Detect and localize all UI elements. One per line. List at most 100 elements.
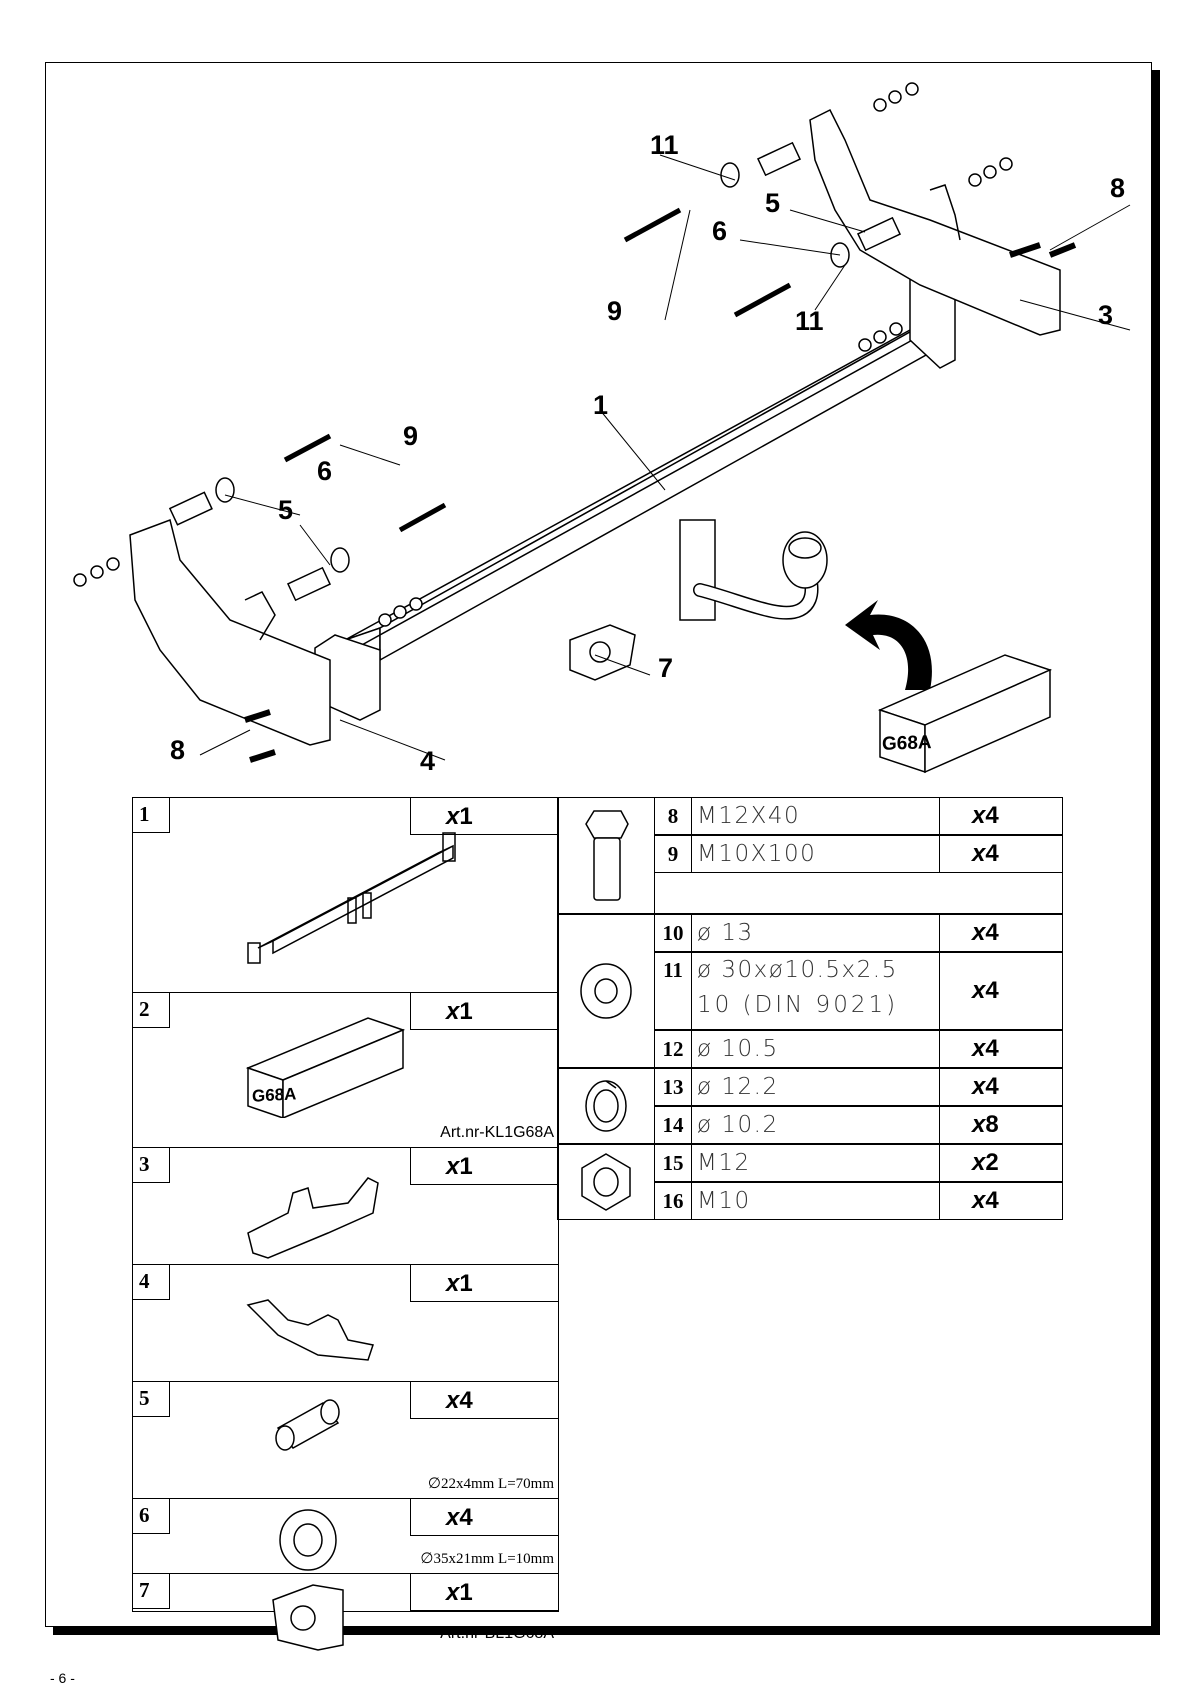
part-note: Art.nr-KL1G68A — [440, 1124, 554, 1141]
callout-8: 8 — [170, 735, 186, 765]
part-number: 3 — [133, 1148, 170, 1183]
callout-11: 11 — [795, 306, 824, 336]
callout-6: 6 — [712, 216, 728, 246]
parts-row-6: 6 x4 ∅35x21mm L=10mm — [133, 1498, 558, 1574]
part-icon — [228, 1280, 428, 1375]
part-quantity: x1 — [410, 1148, 558, 1185]
hardware-quantity: x4 — [939, 1183, 1064, 1219]
part-quantity: x1 — [410, 1265, 558, 1302]
hardware-icon-cell — [557, 1068, 655, 1144]
hardware-icon-cell — [557, 1144, 655, 1220]
hardware-quantity: x4 — [939, 836, 1064, 872]
arrow-icon — [845, 600, 932, 690]
hardware-number: 13 — [655, 1069, 692, 1105]
part-quantity: x1 — [410, 993, 558, 1030]
callout-3: 3 — [1098, 300, 1114, 330]
part-icon — [263, 1388, 363, 1463]
part-quantity: x1 — [410, 1574, 558, 1611]
hardware-spec: M10 — [697, 1188, 751, 1214]
table-spacer — [654, 873, 1063, 914]
callout-7: 7 — [658, 653, 674, 683]
crossbar-top — [344, 317, 936, 641]
hitch-plate — [679, 519, 716, 621]
part-icon — [263, 1505, 363, 1580]
svg-text:G68A: G68A — [252, 1084, 296, 1105]
hardware-number: 12 — [655, 1031, 692, 1067]
part-number: 2 — [133, 993, 170, 1028]
part-icon — [228, 828, 468, 983]
part-number: 4 — [133, 1265, 170, 1300]
hardware-spec: ø 10.2 — [697, 1112, 779, 1138]
hardware-quantity: x8 — [939, 1107, 1064, 1143]
callout-4: 4 — [420, 746, 436, 776]
hardware-quantity: x4 — [939, 798, 1064, 834]
hardware-quantity: x4 — [939, 915, 1064, 951]
parts-row-5: 5 x4 ∅22x4mm L=70mm — [133, 1381, 558, 1499]
part-note: Art.nr-BL1G68A — [440, 1625, 554, 1642]
hardware-number: 9 — [655, 836, 692, 872]
hardware-quantity: x4 — [939, 953, 1064, 1029]
callout-9: 9 — [403, 421, 419, 451]
kit-box — [877, 654, 1053, 774]
hardware-spec: M12X40 — [697, 803, 801, 829]
part-quantity: x4 — [410, 1499, 558, 1536]
part-number: 1 — [133, 798, 170, 833]
hardware-number: 14 — [655, 1107, 692, 1143]
kit-box-label: G68A — [882, 732, 932, 755]
hardware-spec: ø 12.2 — [697, 1074, 779, 1100]
hardware-number: 15 — [655, 1145, 692, 1181]
part-icon — [263, 1580, 363, 1660]
callout-6: 6 — [317, 456, 333, 486]
hardware-quantity: x4 — [939, 1069, 1064, 1105]
page-number: - 6 - — [50, 1670, 75, 1686]
callout-1: 1 — [593, 390, 609, 420]
socket-plate — [569, 624, 636, 681]
part-note: ∅35x21mm L=10mm — [420, 1551, 554, 1567]
part-quantity: x4 — [410, 1382, 558, 1419]
part-number: 5 — [133, 1382, 170, 1417]
callout-5: 5 — [278, 495, 294, 525]
part-note: ∅22x4mm L=70mm — [427, 1476, 554, 1492]
hardware-spec: ø 13 — [697, 920, 754, 946]
hardware-spec: M10X100 — [697, 841, 817, 867]
callout-11: 11 — [650, 130, 679, 160]
hardware-number: 8 — [655, 798, 692, 834]
parts-row-4: 4 x1 — [133, 1264, 558, 1382]
hardware-spec: ø 10.5 — [697, 1036, 779, 1062]
callout-9: 9 — [607, 296, 623, 326]
callout-5: 5 — [765, 188, 781, 218]
callout-8: 8 — [1110, 173, 1126, 203]
hardware-icon-cell — [557, 914, 655, 1068]
parts-row-1: 1 x1 — [133, 798, 558, 992]
hardware-number: 11 — [655, 953, 692, 1029]
right-bracket — [809, 108, 1061, 336]
hardware-spec: M12 — [697, 1150, 751, 1176]
part-quantity: x1 — [410, 798, 558, 835]
hardware-quantity: x4 — [939, 1031, 1064, 1067]
crossbar-front — [379, 316, 936, 662]
part-icon: G68A — [228, 1008, 468, 1123]
hardware-number: 10 — [655, 915, 692, 951]
parts-row-3: 3 x1 — [133, 1147, 558, 1265]
part-number: 7 — [133, 1574, 170, 1609]
hardware-number: 16 — [655, 1183, 692, 1219]
left-bracket — [129, 519, 331, 746]
part-icon — [228, 1163, 428, 1268]
hardware-quantity: x2 — [939, 1145, 1064, 1181]
hardware-icon-cell — [557, 797, 655, 914]
part-number: 6 — [133, 1499, 170, 1534]
